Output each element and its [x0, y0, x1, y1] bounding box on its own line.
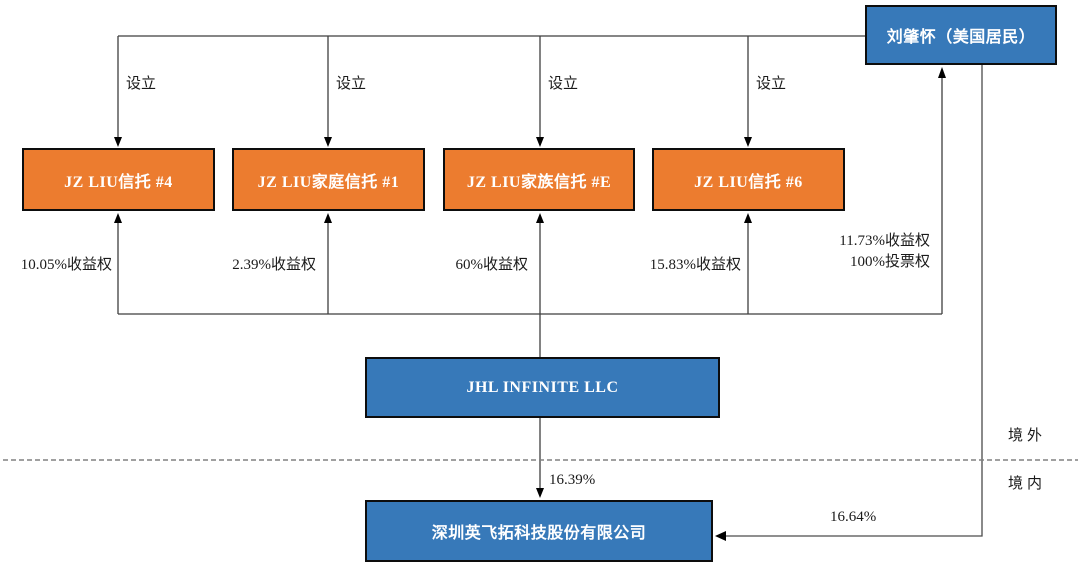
establish-label: 设立: [756, 76, 787, 92]
arrow-down-icon: [744, 137, 752, 147]
founder-rights-label: 11.73%收益权 100%投票权: [839, 231, 930, 273]
founder-beneficial-label: 11.73%收益权: [839, 233, 930, 249]
beneficial-rights-label: 60%收益权: [455, 257, 529, 273]
trust-box-4: JZ LIU信托 #4: [22, 148, 215, 211]
arrow-down-icon: [536, 488, 544, 498]
trust-box-6: JZ LIU信托 #6: [652, 148, 845, 211]
trust-box-family-1: JZ LIU家庭信托 #1: [232, 148, 425, 211]
founder-box: 刘肇怀（美国居民）: [865, 5, 1057, 65]
arrow-down-icon: [324, 137, 332, 147]
founder-voting-label: 100%投票权: [850, 254, 930, 270]
arrow-up-icon: [536, 213, 544, 223]
arrow-up-icon: [744, 213, 752, 223]
trust-box-family-e: JZ LIU家族信托 #E: [443, 148, 635, 211]
onshore-label: 境内: [1008, 476, 1047, 492]
arrow-up-icon: [938, 67, 946, 78]
beneficial-rights-label: 10.05%收益权: [20, 257, 112, 273]
establish-label: 设立: [548, 76, 579, 92]
arrow-left-icon: [715, 531, 726, 541]
arrow-up-icon: [114, 213, 122, 223]
holding-company-box: JHL INFINITE LLC: [365, 357, 720, 418]
founder-stake-line: [726, 65, 983, 537]
beneficial-rights-label: 15.83%收益权: [649, 257, 741, 273]
holding-stake-label: 16.39%: [549, 472, 596, 488]
offshore-label: 境外: [1008, 428, 1047, 444]
arrow-down-icon: [114, 137, 122, 147]
arrow-up-icon: [324, 213, 332, 223]
establish-label: 设立: [126, 76, 157, 92]
establish-label: 设立: [336, 76, 367, 92]
listed-company-box: 深圳英飞拓科技股份有限公司: [365, 500, 713, 562]
founder-stake-label: 16.64%: [830, 509, 877, 525]
arrow-down-icon: [536, 137, 544, 147]
beneficial-rights-label: 2.39%收益权: [232, 257, 316, 273]
